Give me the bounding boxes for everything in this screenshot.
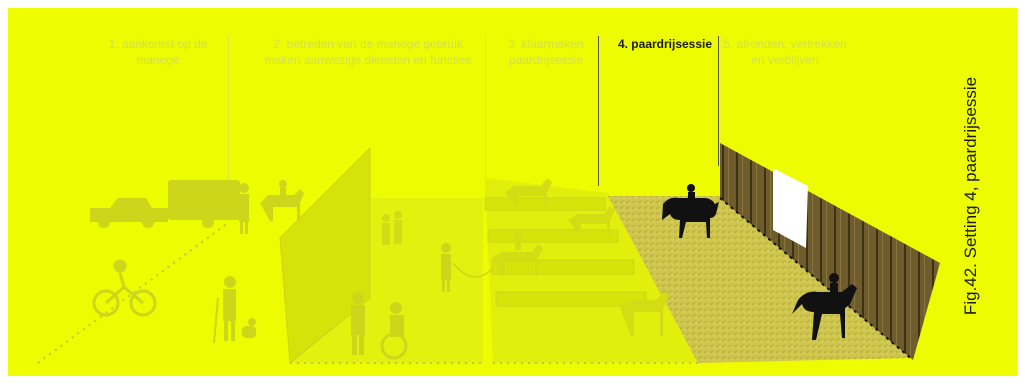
figure-caption: Fig.42. Setting 4, paardrijsessie xyxy=(960,36,982,356)
elderly-person-with-dog-icon xyxy=(214,276,256,343)
car-and-trailer-icon xyxy=(90,180,240,228)
scene-illustration xyxy=(8,8,1017,376)
illustration-panel: 1. aankomst op de manege 2. betreden van… xyxy=(8,8,1017,376)
cyclist-icon xyxy=(94,261,155,315)
rider-on-horse-faded-icon xyxy=(260,180,304,221)
ground-phase-2-hall xyxy=(280,148,483,363)
person-walking-icon xyxy=(239,183,249,234)
